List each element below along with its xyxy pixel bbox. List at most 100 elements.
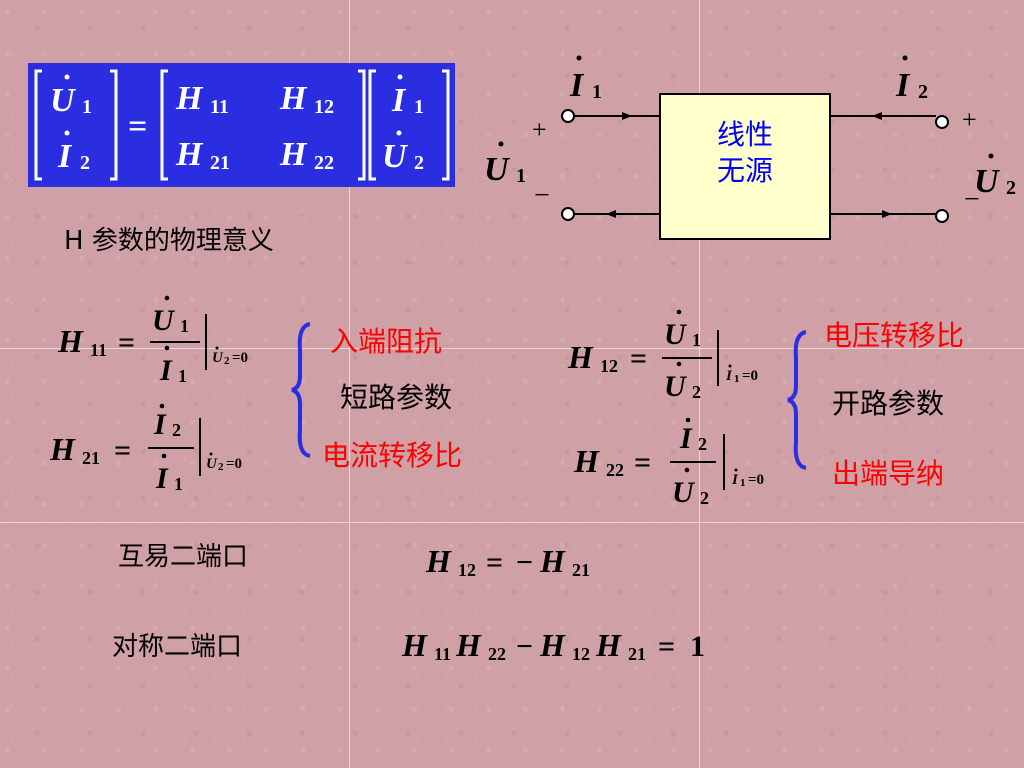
svg-text:2: 2 bbox=[692, 382, 701, 402]
svg-text:=: = bbox=[486, 546, 503, 579]
label-input-impedance: 入端阻抗 bbox=[330, 325, 443, 358]
label-symmetric-two-port: 对称二端口 bbox=[112, 632, 243, 662]
section-title: H 参数的物理意义 bbox=[64, 226, 274, 256]
terminal-icon bbox=[935, 209, 949, 223]
grid-line-vertical bbox=[699, 0, 700, 768]
svg-text:2: 2 bbox=[80, 152, 90, 174]
svg-text:−: − bbox=[516, 546, 533, 579]
svg-text:H: H bbox=[175, 136, 204, 173]
svg-text:H: H bbox=[595, 627, 622, 663]
arrow-icon bbox=[622, 112, 632, 120]
minus-sign-port2: − bbox=[964, 184, 980, 215]
svg-text:12: 12 bbox=[314, 96, 334, 118]
svg-text:2: 2 bbox=[1006, 177, 1016, 199]
svg-text:21: 21 bbox=[628, 644, 646, 664]
arrow-icon bbox=[882, 210, 892, 218]
svg-text:11: 11 bbox=[434, 644, 451, 664]
svg-text:I: I bbox=[159, 354, 173, 387]
label-short-circuit-params: 短路参数 bbox=[340, 381, 453, 414]
svg-text:1: 1 bbox=[592, 81, 602, 103]
grid-line-horizontal bbox=[0, 522, 1024, 523]
svg-text:=0: =0 bbox=[742, 368, 758, 384]
svg-text:1: 1 bbox=[516, 165, 526, 187]
svg-text:22: 22 bbox=[606, 460, 624, 480]
label-open-circuit-params: 开路参数 bbox=[832, 387, 945, 420]
svg-text:12: 12 bbox=[600, 356, 618, 376]
svg-text:2: 2 bbox=[224, 355, 230, 367]
svg-text:2: 2 bbox=[218, 461, 224, 473]
svg-text:U: U bbox=[212, 350, 224, 366]
svg-text:U: U bbox=[664, 370, 687, 403]
svg-text:H: H bbox=[401, 627, 428, 663]
svg-text:=0: =0 bbox=[748, 472, 764, 488]
svg-text:U: U bbox=[664, 318, 687, 351]
svg-text:=0: =0 bbox=[226, 456, 242, 472]
svg-text:=: = bbox=[114, 434, 131, 467]
label-reciprocal-two-port: 互易二端口 bbox=[118, 542, 249, 572]
svg-text:I: I bbox=[155, 462, 169, 495]
svg-text:2: 2 bbox=[700, 488, 709, 508]
svg-text:H: H bbox=[539, 627, 566, 663]
svg-text:21: 21 bbox=[210, 152, 230, 174]
svg-text:1: 1 bbox=[414, 96, 424, 118]
svg-text:1: 1 bbox=[692, 330, 701, 350]
svg-text:22: 22 bbox=[314, 152, 334, 174]
svg-text:1: 1 bbox=[178, 366, 187, 386]
plus-sign-port2: + bbox=[962, 105, 977, 134]
svg-text:H: H bbox=[50, 431, 76, 467]
svg-text:=: = bbox=[118, 326, 135, 359]
svg-text:1: 1 bbox=[690, 630, 705, 663]
terminal-icon bbox=[561, 109, 575, 123]
svg-text:21: 21 bbox=[572, 560, 590, 580]
plus-sign-port1: + bbox=[532, 115, 547, 144]
label-output-admittance: 出端导纳 bbox=[832, 457, 945, 490]
svg-text:I: I bbox=[153, 408, 167, 441]
svg-text:21: 21 bbox=[82, 448, 100, 468]
svg-text:1: 1 bbox=[174, 474, 183, 494]
svg-text:2: 2 bbox=[414, 152, 424, 174]
block-text-line2: 无源 bbox=[717, 154, 773, 187]
block-text-line1: 线性 bbox=[717, 118, 773, 151]
arrow-icon bbox=[872, 112, 882, 120]
svg-text:U: U bbox=[152, 304, 175, 337]
terminal-icon bbox=[561, 207, 575, 221]
svg-text:12: 12 bbox=[572, 644, 590, 664]
linear-passive-block bbox=[659, 93, 831, 240]
svg-text:H: H bbox=[57, 323, 84, 359]
grid-line-vertical bbox=[349, 0, 350, 768]
label-voltage-transfer-ratio: 电压转移比 bbox=[824, 319, 965, 352]
matrix-equals-sign: = bbox=[128, 108, 147, 145]
svg-text:U: U bbox=[382, 138, 409, 175]
svg-text:I: I bbox=[895, 67, 911, 104]
svg-text:I: I bbox=[569, 67, 585, 104]
svg-text:11: 11 bbox=[90, 340, 107, 360]
svg-text:=: = bbox=[634, 446, 651, 479]
svg-text:1: 1 bbox=[740, 477, 746, 489]
svg-text:H: H bbox=[539, 543, 566, 579]
svg-text:H: H bbox=[567, 339, 594, 375]
svg-text:U: U bbox=[50, 82, 77, 119]
svg-text:22: 22 bbox=[488, 644, 506, 664]
svg-text:=: = bbox=[630, 342, 647, 375]
svg-text:12: 12 bbox=[458, 560, 476, 580]
svg-text:2: 2 bbox=[698, 434, 707, 454]
svg-text:1: 1 bbox=[82, 96, 92, 118]
right-brace-icon bbox=[787, 330, 807, 470]
matrix-h21: H 21 bbox=[175, 136, 230, 174]
label-current-transfer-ratio: 电流转移比 bbox=[322, 439, 463, 472]
svg-text:U: U bbox=[206, 456, 218, 472]
